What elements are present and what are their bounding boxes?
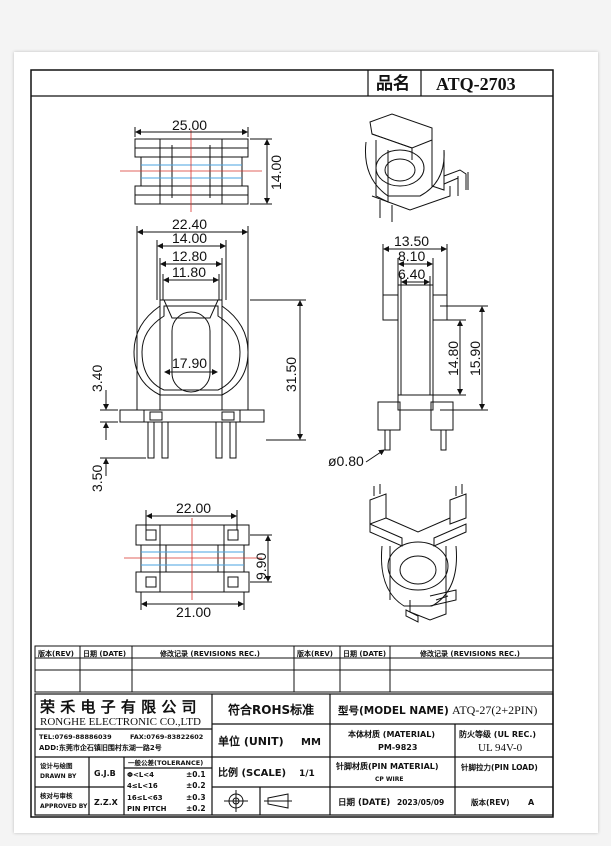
revision-col-record: 修改记录 (REVISIONS REC.) (159, 649, 260, 658)
model-label: 型号(MODEL NAME) (338, 704, 449, 717)
dim-front-width-2: 14.00 (172, 230, 207, 246)
flame-label: 防火等级 (UL REC.) (459, 729, 536, 739)
revision-col-record-2: 修改记录 (REVISIONS REC.) (419, 649, 520, 658)
unit-value: MM (301, 737, 321, 748)
dim-side-width: 13.50 (394, 233, 429, 249)
tolerance-4-range: PIN PITCH (127, 805, 167, 813)
designed-label-cn: 设计与绘图 (40, 761, 73, 770)
company-tel: TEL:0769-88886039 (39, 733, 112, 741)
model-value: ATQ-27(2+2PIN) (452, 703, 537, 717)
flame-value: UL 94V-0 (478, 742, 523, 754)
company-name-en: RONGHE ELECTRONIC CO.,LTD (40, 716, 201, 728)
scale-label: 比例 (SCALE) (218, 766, 286, 779)
unit-label: 单位 (UNIT) (218, 734, 284, 748)
company-fax: FAX:0769-83822602 (130, 733, 203, 741)
dim-front-outer-width: 22.40 (172, 216, 207, 232)
tolerance-4-value: ±0.2 (186, 804, 206, 813)
tolerance-1-range: Φ<L<4 (127, 771, 154, 779)
revision-col-date: 日期 (DATE) (83, 649, 126, 658)
date-label: 日期 (DATE) (338, 797, 390, 808)
tolerance-2-value: ±0.2 (186, 781, 206, 790)
dim-pin-diameter: ø0.80 (328, 453, 364, 469)
dim-top-height: 14.00 (268, 155, 284, 190)
top-view (120, 127, 272, 212)
pin-material-label: 针脚材质(PIN MATERIAL) (336, 761, 439, 771)
material-value: PM-9823 (378, 743, 417, 752)
dim-side-width-2: 8.10 (398, 248, 425, 264)
pin-material-value: CP WIRE (375, 776, 403, 783)
dim-side-height-1: 14.80 (445, 341, 461, 376)
revision-col-date-2: 日期 (DATE) (343, 649, 386, 658)
dim-front-width-4: 11.80 (172, 264, 206, 280)
approved-label-en: APPROVED BY (40, 803, 88, 810)
isometric-view-bottom (369, 484, 467, 623)
tolerance-1-value: ±0.1 (186, 770, 206, 779)
tolerance-3-value: ±0.3 (186, 793, 206, 802)
dim-bottom-height: 9.90 (253, 553, 269, 580)
isometric-view-top (364, 113, 469, 222)
bottom-view (124, 510, 272, 610)
part-number: ATQ-2703 (436, 74, 516, 94)
rohs-label: 符合ROHS标准 (228, 702, 314, 717)
projection-symbol-icon (224, 790, 292, 812)
outer-frame (30, 69, 554, 818)
dim-side-width-3: 6.40 (398, 266, 425, 282)
dim-bottom-width-bottom: 21.00 (176, 604, 211, 620)
company-address: ADD:东莞市企石镇旧围村东湖一路2号 (39, 743, 162, 752)
dim-side-height-2: 15.90 (467, 341, 483, 376)
material-label: 本体材质 (MATERIAL) (347, 729, 435, 739)
tolerance-header: 一般公差(TOLERANCE) (128, 758, 203, 767)
designed-by: G.J.B (94, 769, 116, 778)
part-name-label: 品名 (376, 73, 410, 94)
revision-col-rev: 版本(REV) (38, 649, 74, 658)
dim-front-inner: 17.90 (172, 355, 207, 371)
approved-label-cn: 核对与审核 (40, 791, 73, 800)
tolerance-2-range: 4≤L<16 (127, 782, 158, 790)
dim-front-width-3: 12.80 (172, 248, 207, 264)
rev-label: 版本(REV) (470, 797, 510, 807)
date-value: 2023/05/09 (397, 798, 444, 807)
designed-label-en: DRAWN BY (40, 773, 77, 780)
approved-by: Z.Z.X (94, 798, 119, 807)
dim-top-width: 25.00 (172, 117, 207, 133)
side-view (365, 244, 488, 463)
dim-bottom-width-top: 22.00 (176, 500, 211, 516)
title-block (34, 693, 554, 816)
revision-col-rev-2: 版本(REV) (297, 649, 333, 658)
dim-front-side: 3.40 (89, 365, 105, 392)
pin-load-label: 针脚拉力(PIN LOAD) (461, 762, 538, 772)
revision-table (34, 645, 554, 693)
company-name-cn: 荣 禾 电 子 有 限 公 司 (39, 698, 197, 716)
dim-front-height: 31.50 (283, 357, 299, 392)
front-view (100, 226, 306, 476)
scale-value: 1/1 (299, 769, 315, 779)
rev-value: A (528, 798, 535, 807)
paper (14, 52, 598, 833)
dim-pin-length: 3.50 (89, 465, 105, 492)
tolerance-3-range: 16≤L<63 (127, 794, 163, 802)
